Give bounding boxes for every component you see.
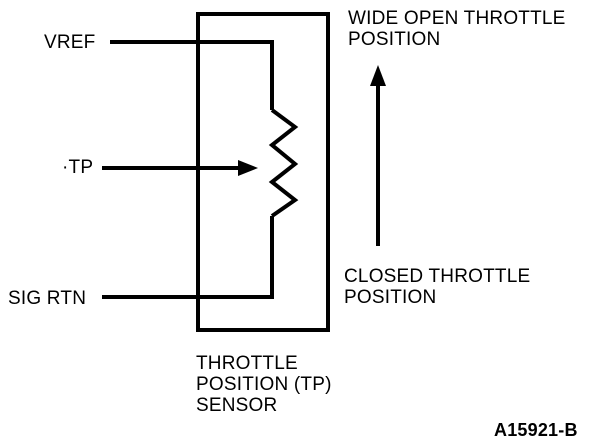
wide-open-throttle-label: WIDE OPEN THROTTLE POSITION xyxy=(348,8,566,50)
vref-wire xyxy=(110,40,274,110)
arrow-right-icon xyxy=(238,160,258,176)
figure-id-label: A15921-B xyxy=(494,420,578,440)
sensor-line-1: THROTTLE xyxy=(196,353,298,374)
sensor-line-2: POSITION (TP) xyxy=(196,374,332,395)
closed-line-2: POSITION xyxy=(344,287,437,308)
tp-label: ·TP xyxy=(62,157,94,178)
wot-line-1: WIDE OPEN THROTTLE xyxy=(348,8,566,29)
potentiometer-zigzag-icon xyxy=(268,108,299,218)
sensor-caption: THROTTLE POSITION (TP) SENSOR xyxy=(196,353,332,416)
vref-label: VREF xyxy=(44,32,96,53)
sensor-housing xyxy=(196,12,330,332)
closed-throttle-label: CLOSED THROTTLE POSITION xyxy=(344,266,530,308)
arrow-up-icon xyxy=(370,65,386,86)
closed-line-1: CLOSED THROTTLE xyxy=(344,266,531,287)
sig-rtn-label: SIG RTN xyxy=(8,288,87,309)
sensor-line-3: SENSOR xyxy=(196,395,278,416)
sig-rtn-wire xyxy=(102,216,274,299)
wot-line-2: POSITION xyxy=(348,29,441,50)
